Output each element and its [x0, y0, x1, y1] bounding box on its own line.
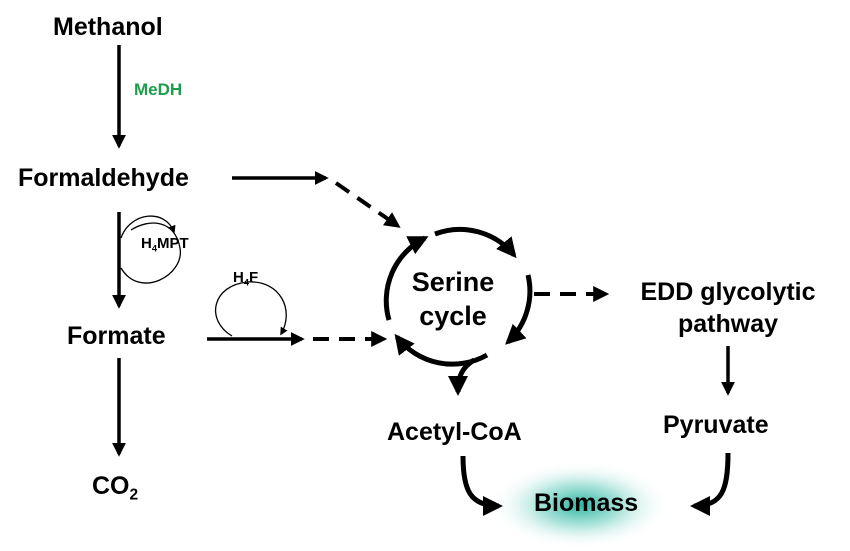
- node-acetyl-coa: Acetyl-CoA: [387, 418, 522, 446]
- serine-cycle-ring: [383, 226, 533, 367]
- cofactor-h4f: H4F: [233, 269, 259, 288]
- arrow-acetylcoa-biomass: [460, 455, 503, 516]
- node-methanol: Methanol: [53, 13, 163, 41]
- node-serine-cycle: Serine cycle: [403, 265, 503, 333]
- h4f-post: F: [249, 269, 259, 286]
- node-formate: Formate: [67, 322, 166, 350]
- node-co2: CO2: [92, 472, 138, 503]
- h4mpt-loop: [120, 222, 181, 284]
- edd-line2: pathway: [677, 310, 779, 338]
- biomass-glow: [490, 461, 670, 549]
- arrow-serine-acetylcoa: [448, 357, 476, 396]
- cofactor-h4mpt: H4MPT: [141, 235, 189, 254]
- enzyme-medh: MeDH: [134, 80, 183, 99]
- node-edd-pathway: EDD glycolytic pathway: [618, 276, 838, 340]
- serine-line1: Serine: [411, 267, 495, 297]
- edd-line1: EDD glycolytic: [640, 278, 816, 306]
- h4f-loop: [215, 281, 288, 337]
- h4mpt-pre: H: [141, 235, 152, 252]
- node-formaldehyde: Formaldehyde: [18, 164, 189, 192]
- h4mpt-sub: 4: [151, 243, 158, 254]
- h4mpt-loop-in: [120, 215, 176, 239]
- co2-base: CO: [92, 472, 130, 500]
- h4mpt-post: MPT: [157, 235, 189, 252]
- h4f-sub: 4: [243, 277, 250, 288]
- h4f-pre: H: [233, 269, 244, 286]
- node-biomass: Biomass: [534, 489, 639, 517]
- node-pyruvate: Pyruvate: [663, 411, 769, 439]
- arrow-pyruvate-biomass: [690, 452, 731, 516]
- co2-sub: 2: [129, 486, 139, 504]
- serine-line2: cycle: [419, 301, 487, 331]
- arrow-formaldehyde-dashed: [334, 181, 401, 228]
